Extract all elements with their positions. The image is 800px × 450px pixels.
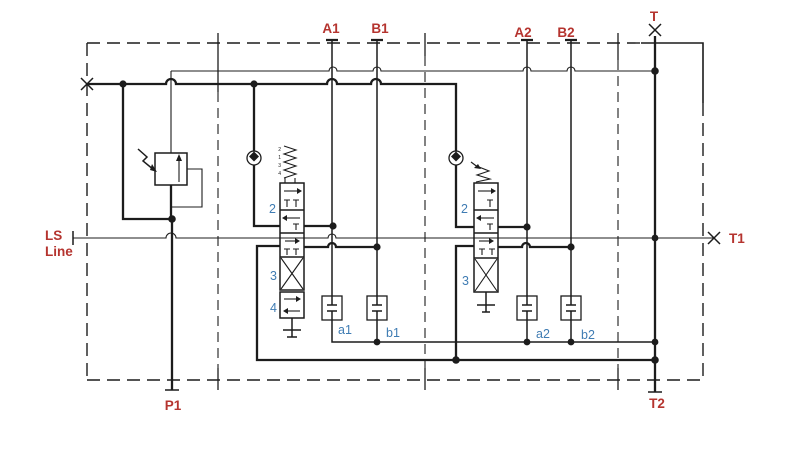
plug-x-left — [80, 77, 94, 91]
border-top-right-solid — [641, 42, 704, 103]
valve1-tank-icon — [283, 318, 301, 338]
check2-feed-line — [454, 165, 474, 229]
valve1-body — [279, 182, 305, 291]
cavity-a1-glyph — [327, 296, 337, 320]
valve1-b-port-line — [304, 241, 377, 249]
cavity-b1 — [366, 295, 388, 321]
port-label-p1: P1 — [165, 398, 182, 413]
control-valve-2 — [470, 161, 499, 313]
valve1-port-bars-2 — [293, 223, 299, 230]
valve1-spring-tick-2: 1 — [278, 155, 281, 161]
valve1-cell-dividers — [280, 209, 304, 258]
bottom-port-ticks — [165, 389, 662, 393]
work-label-b1: b1 — [386, 326, 400, 340]
relief-tank-line — [170, 66, 655, 153]
junction-dots — [119, 67, 659, 364]
work-label-a2: a2 — [536, 327, 550, 341]
control-valve-1: 2 1 3 4 — [278, 145, 305, 338]
relief-pilot-loop — [172, 168, 203, 208]
valve1-section4-body — [279, 291, 305, 319]
plugged-port-marks — [80, 23, 721, 245]
valve2-port-bars-1 — [487, 199, 493, 207]
port-labels: A1 B1 A2 B2 T T1 P1 T2 LS Line — [45, 9, 745, 413]
valve2-cell-dividers — [474, 209, 498, 259]
port-label-ls-line: Line — [45, 244, 73, 259]
valve1-port-bars-3 — [284, 248, 299, 255]
valve1-sec4-arrowhead-l — [283, 308, 288, 314]
work-label-b2: b2 — [581, 328, 595, 342]
check-valve-2 — [448, 150, 464, 166]
port-label-ls: LS — [45, 228, 62, 243]
valve1-spring-tick-4: 4 — [278, 171, 281, 177]
valve1-spring-icon — [282, 145, 298, 179]
valve1-sec4-arrowhead-r — [296, 296, 301, 302]
valve2-port-bars-3 — [479, 248, 495, 255]
component-labels: 2 3 4 2 3 a1 b1 a2 b2 — [269, 202, 595, 342]
valve2-spring-icon — [475, 166, 493, 183]
port-label-a2: A2 — [514, 25, 531, 40]
cavity-a1 — [321, 295, 343, 321]
valve1-arrowhead-1 — [297, 188, 302, 194]
valve1-arrowhead-2 — [282, 215, 287, 221]
relief-valve-body — [154, 152, 188, 186]
work-label-a1: a1 — [338, 323, 352, 337]
valve1-port-bars-1 — [284, 199, 299, 207]
section-dividers — [217, 33, 619, 390]
valve1-pos4-label: 4 — [270, 301, 277, 315]
pump-pressure-line — [87, 77, 458, 151]
valve2-pos3-label: 3 — [462, 274, 469, 288]
relief-valve — [137, 148, 203, 219]
valve2-arrowhead-1 — [491, 188, 496, 194]
port-label-a1: A1 — [322, 21, 340, 36]
valve1-spring-tick-3: 3 — [278, 163, 281, 169]
valve2-tank-icon — [477, 292, 495, 313]
check-valve-1-poppet — [249, 151, 259, 162]
valve2-b-port-line — [498, 241, 571, 249]
port-label-t1: T1 — [729, 231, 745, 246]
valve1-arrowhead-3 — [295, 238, 300, 244]
relief-adjust-arrowhead — [150, 164, 157, 172]
valve1-spring-connector — [284, 178, 296, 183]
valve2-return-line — [454, 244, 474, 360]
relief-feed-branch — [121, 84, 172, 221]
valve1-closed-position-x — [280, 257, 304, 290]
valve1-pos2-label: 2 — [269, 202, 276, 216]
valve2-pilot-arrowhead — [474, 164, 481, 169]
cavity-drain-line — [331, 320, 655, 343]
cavity-b2 — [560, 295, 582, 321]
cavity-a2-glyph — [522, 296, 532, 320]
check-valve-2-poppet — [451, 151, 461, 162]
cavity-a2 — [516, 295, 538, 321]
valve2-closed-position-x — [474, 258, 498, 292]
valve2-arrowhead-2 — [476, 215, 481, 221]
cavity-b1-glyph — [372, 296, 382, 320]
valve1-pos3-label: 3 — [270, 269, 277, 283]
plug-x-t1 — [707, 231, 721, 245]
check1-feed-line — [252, 84, 280, 228]
check-valve-1 — [246, 150, 262, 166]
ls-line — [73, 232, 714, 239]
port-label-t2: T2 — [649, 396, 665, 411]
port-label-t: T — [650, 9, 659, 24]
circuit-lines — [72, 36, 714, 393]
port-label-b1: B1 — [371, 21, 389, 36]
valve2-port-bars-2 — [487, 223, 493, 230]
port-label-b2: B2 — [557, 25, 574, 40]
enclosure-border — [86, 42, 704, 381]
valve2-arrowhead-3 — [489, 238, 494, 244]
valve2-pos2-label: 2 — [461, 202, 468, 216]
relief-adjust-arrow — [137, 148, 155, 171]
relief-flow-arrowhead — [176, 154, 182, 161]
cavity-b2-glyph — [566, 296, 576, 320]
plug-x-t — [648, 23, 662, 37]
valve1-spring-tick-1: 2 — [278, 147, 281, 153]
